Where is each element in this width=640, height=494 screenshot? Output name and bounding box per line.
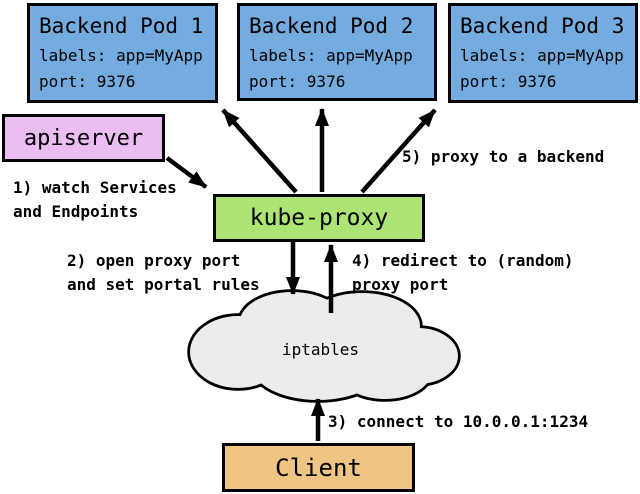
apiserver-label: apiserver (23, 125, 144, 151)
pod-port: port: 9376 (249, 72, 346, 91)
apiserver-box: apiserver (2, 114, 165, 162)
backend-pod-3-box: Backend Pod 3 labels: app=MyApp port: 93… (448, 3, 638, 103)
step-2-open-proxy-port-label: 2) open proxy port and set portal rules (67, 251, 260, 294)
pod-labels: labels: app=MyApp (460, 46, 624, 65)
pod-port: port: 9376 (460, 72, 557, 91)
step-1-watch-services-label: 1) watch Services and Endpoints (13, 178, 177, 221)
arrow-kube-proxy-to-pod-3 (360, 108, 437, 194)
pod-title: Backend Pod 1 (39, 14, 204, 38)
backend-pod-1-box: Backend Pod 1 labels: app=MyApp port: 93… (27, 3, 218, 103)
step-5-proxy-backend-label: 5) proxy to a backend (402, 147, 605, 166)
step-4-redirect-label: 4) redirect to (random) proxy port (352, 251, 574, 294)
pod-title: Backend Pod 3 (460, 14, 625, 38)
pod-labels: labels: app=MyApp (39, 46, 203, 65)
backend-pod-2-box: Backend Pod 2 labels: app=MyApp port: 93… (237, 3, 437, 101)
iptables-label: iptables (282, 340, 360, 359)
arrow-apiserver-to-kube-proxy (165, 156, 208, 189)
arrow-kube-proxy-to-pod-1 (221, 108, 298, 194)
kube-proxy-box: kube-proxy (213, 194, 425, 242)
client-label: Client (275, 453, 362, 482)
pod-labels: labels: app=MyApp (249, 46, 413, 65)
step-3-connect-label: 3) connect to 10.0.0.1:1234 (328, 412, 589, 431)
client-box: Client (222, 443, 415, 492)
kube-proxy-label: kube-proxy (249, 205, 389, 231)
pod-title: Backend Pod 2 (249, 14, 414, 38)
pod-port: port: 9376 (39, 72, 136, 91)
